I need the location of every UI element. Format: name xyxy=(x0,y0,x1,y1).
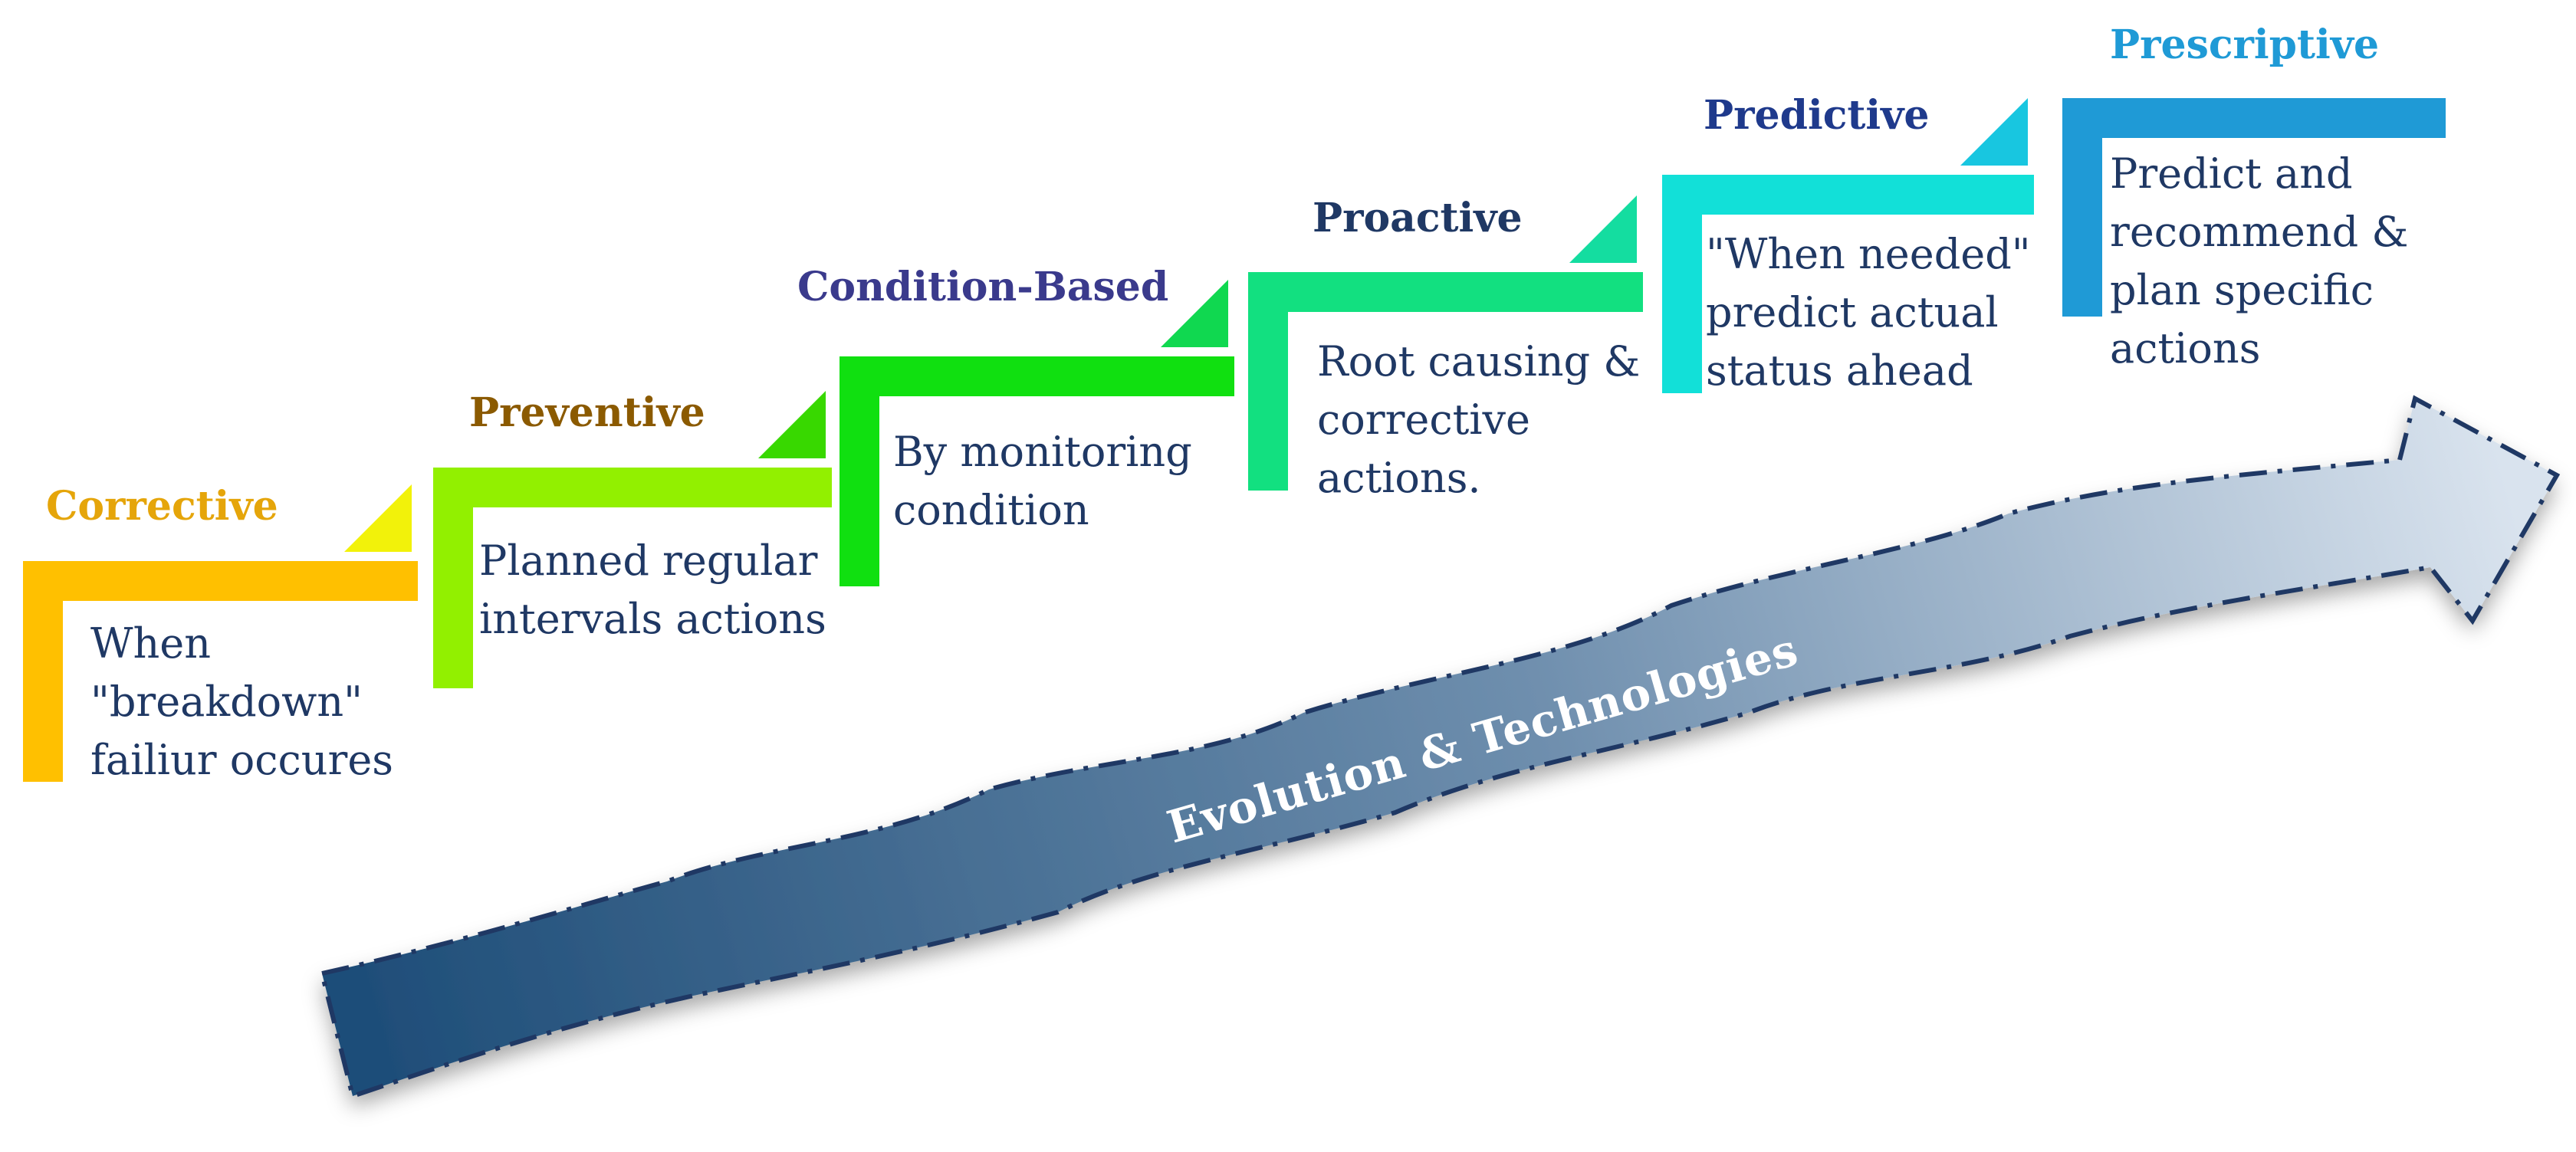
stage-step-bracket xyxy=(23,561,418,782)
stage-description-line: Predict and xyxy=(2110,149,2353,198)
stage-title: Prescriptive xyxy=(2110,21,2379,68)
stage-description-line: By monitoring xyxy=(893,428,1192,476)
stage-description-line: plan specific xyxy=(2110,266,2374,314)
stage-step-riser xyxy=(1569,195,1637,263)
stage-description-line: Planned regular xyxy=(479,537,818,585)
stage-description-line: status ahead xyxy=(1706,346,1973,395)
stage-step-riser xyxy=(758,391,826,458)
stage-description-line: Root causing & xyxy=(1317,337,1640,386)
stage-title: Preventive xyxy=(469,389,705,436)
stage-description-line: When xyxy=(90,619,211,668)
stage-step-bracket xyxy=(2062,98,2446,317)
stage-step-riser xyxy=(1960,98,2028,166)
stage-description-line: intervals actions xyxy=(479,595,826,643)
stage-step-bracket xyxy=(1662,175,2034,393)
stage-step-bracket xyxy=(840,356,1234,586)
stage-title: Predictive xyxy=(1704,92,1929,139)
stage-step-riser xyxy=(344,484,412,552)
stage-title: Condition-Based xyxy=(797,264,1168,310)
stage-description-line: failiur occures xyxy=(90,736,393,784)
stage-description-line: "breakdown" xyxy=(90,678,363,726)
evolution-arrow-shape xyxy=(322,399,2557,1096)
stage-step-predictive: Predictive "When needed" predict actual sta… xyxy=(1662,92,2034,395)
stage-description-line: actions xyxy=(2110,324,2260,373)
stage-description-line: actions. xyxy=(1317,454,1481,502)
stage-description-line: condition xyxy=(893,486,1089,534)
stage-step-riser xyxy=(1161,280,1228,347)
stage-step-bracket xyxy=(433,468,832,688)
stage-description-line: "When needed" xyxy=(1706,230,2031,278)
stage-step-bracket xyxy=(1248,272,1643,491)
stage-step-condition-based: Condition-Based By monitoring condition xyxy=(797,264,1234,586)
stage-description-line: predict actual xyxy=(1706,288,1999,336)
stage-title: Proactive xyxy=(1313,195,1523,241)
evolution-arrow-outline xyxy=(319,395,2561,1099)
stage-description-line: recommend & xyxy=(2110,208,2408,256)
stage-description-line: corrective xyxy=(1317,395,1530,444)
stage-title: Corrective xyxy=(46,483,278,530)
